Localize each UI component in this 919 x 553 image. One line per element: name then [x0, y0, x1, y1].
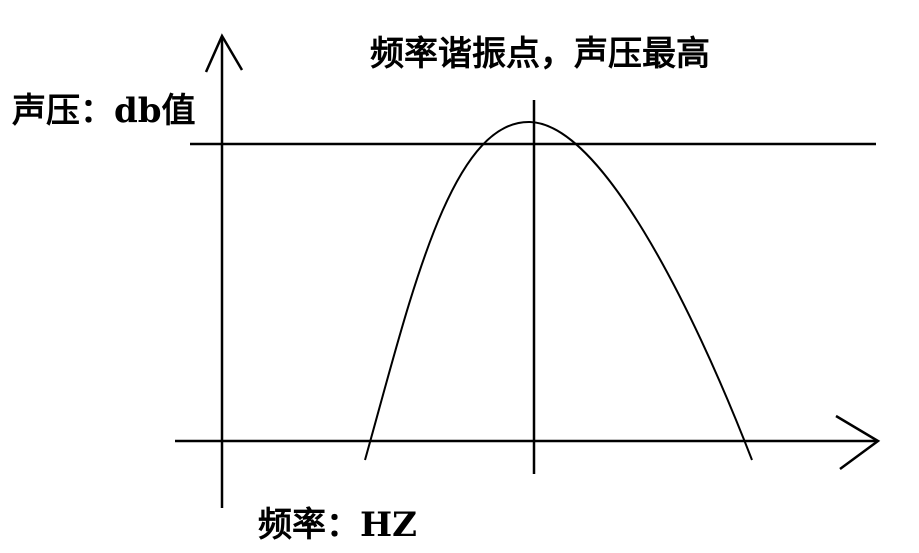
diagram-title: 频率谐振点，声压最高 [370, 34, 710, 74]
x-axis-label: 频率：HZ [258, 505, 417, 545]
y-axis-label: 声压：db值 [12, 91, 196, 131]
y-axis-arrow [204, 33, 244, 73]
resonance-curve [364, 120, 753, 461]
x-axis-arrow [835, 414, 881, 471]
